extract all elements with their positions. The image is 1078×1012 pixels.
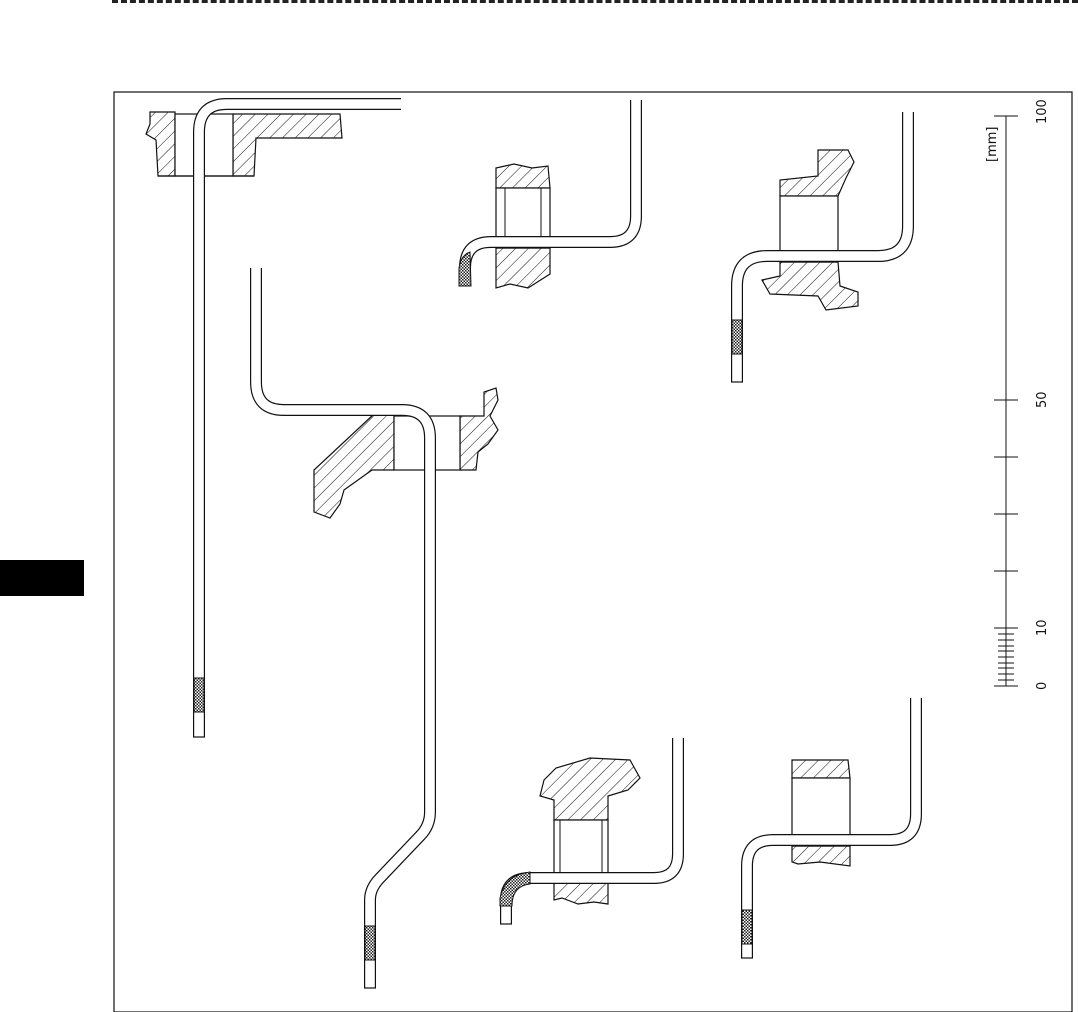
detail-2 (459, 100, 636, 288)
detail-6-section-bottom (792, 846, 850, 866)
detail-3-section-top (780, 150, 854, 196)
detail-1-marking (194, 678, 204, 712)
detail-4 (256, 268, 498, 988)
detail-2-section-top (496, 164, 550, 188)
detail-5-marking (500, 872, 530, 906)
detail-1-section-right (233, 114, 342, 176)
scale-label-100: 100 (1035, 99, 1050, 124)
detail-4-marking (365, 926, 375, 960)
detail-6-section-top (792, 760, 850, 778)
detail-6 (741, 698, 916, 958)
detail-3-section-bottom (762, 262, 858, 310)
scale-label-50: 50 (1035, 391, 1050, 408)
detail-1 (146, 104, 401, 737)
detail-1-section-left (146, 112, 175, 176)
detail-2-section-bottom (496, 248, 550, 288)
scale-label-0: 0 (1035, 682, 1050, 690)
detail-5-section-bottom (554, 882, 608, 904)
detail-5-section-top (540, 758, 640, 820)
scale-label-10: 10 (1035, 619, 1050, 636)
detail-6-marking (742, 910, 752, 944)
detail-4-section-right (460, 388, 498, 470)
mm-scale (994, 116, 1018, 686)
detail-4-section-left (314, 414, 394, 518)
detail-5 (500, 738, 678, 924)
detail-4-rod (256, 268, 430, 988)
scale-unit-label: [mm] (985, 127, 1000, 162)
detail-3-marking (732, 320, 742, 354)
detail-3 (731, 112, 908, 382)
